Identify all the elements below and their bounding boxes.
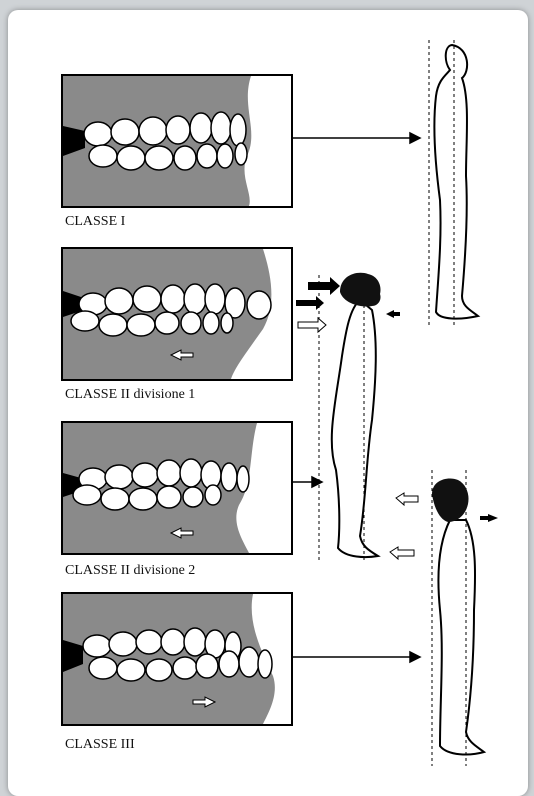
head-icon xyxy=(340,273,381,307)
head-icon xyxy=(432,479,469,522)
posture-figure-2 xyxy=(319,275,378,560)
posture-figure-1 xyxy=(429,40,478,326)
arrow-icon xyxy=(296,277,498,559)
arrow-icon xyxy=(292,133,420,662)
